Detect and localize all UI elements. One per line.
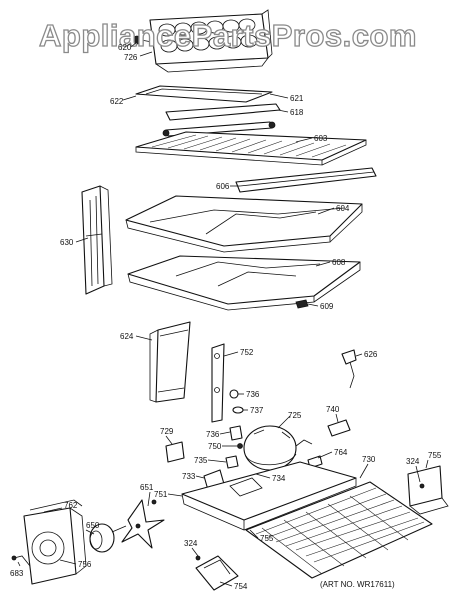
- partition-screw[interactable]: [295, 299, 309, 309]
- callout-736-upper: 736: [246, 390, 260, 399]
- callout-755-lower: 755: [260, 534, 274, 543]
- center-mullion[interactable]: [81, 185, 113, 295]
- callout-737: 737: [250, 406, 264, 415]
- air-duct[interactable]: [149, 321, 191, 403]
- drain-pan[interactable]: [195, 555, 239, 591]
- relay-736-upper[interactable]: [229, 389, 239, 399]
- callout-733: 733: [182, 472, 196, 481]
- callout-726: 726: [124, 53, 138, 62]
- fan-motor[interactable]: [89, 523, 127, 553]
- drain-tube-683[interactable]: [11, 555, 31, 567]
- control-switch[interactable]: [341, 349, 357, 389]
- watermark: AppliancePartsPros.com: [39, 18, 417, 53]
- start-relay-729[interactable]: [165, 441, 185, 463]
- fan-shroud[interactable]: [23, 507, 87, 585]
- callout-626: 626: [364, 350, 378, 359]
- evaporator-fitting[interactable]: [132, 35, 153, 45]
- compressor-base[interactable]: [181, 461, 357, 531]
- callout-764: 764: [334, 448, 348, 457]
- leader-lines: [17, 41, 429, 587]
- screw-324-lower[interactable]: [195, 555, 201, 561]
- callout-606: 606: [216, 182, 230, 191]
- callout-630: 630: [60, 238, 74, 247]
- callout-604: 604: [336, 204, 350, 213]
- callout-609: 609: [320, 302, 334, 311]
- callout-324-right: 324: [406, 457, 420, 466]
- callout-751: 751: [154, 490, 168, 499]
- callout-683: 683: [10, 569, 24, 578]
- callout-729: 729: [160, 427, 174, 436]
- callout-735: 735: [194, 456, 208, 465]
- art-number: (ART NO. WR17611): [320, 580, 395, 589]
- callout-740: 740: [326, 405, 340, 414]
- callout-756: 756: [78, 560, 92, 569]
- callout-324-lower: 324: [184, 539, 198, 548]
- callout-651: 651: [140, 483, 154, 492]
- callout-730: 730: [362, 455, 376, 464]
- callout-624: 624: [120, 332, 134, 341]
- callout-754: 754: [234, 582, 248, 591]
- partition-cover-upper[interactable]: [125, 195, 363, 253]
- callout-736-lower: 736: [206, 430, 220, 439]
- callout-618: 618: [290, 108, 304, 117]
- condenser-coil[interactable]: [245, 481, 433, 579]
- callout-labels: 620 726 622 621 618 603 606 630 604 608 …: [10, 43, 442, 591]
- partition-lower[interactable]: [127, 255, 361, 311]
- callout-650: 650: [86, 521, 100, 530]
- grommet-737[interactable]: [232, 406, 244, 414]
- shelf-front-rail[interactable]: [235, 167, 377, 193]
- callout-608: 608: [332, 258, 346, 267]
- overload-750[interactable]: [237, 443, 243, 449]
- callout-755-right: 755: [428, 451, 442, 460]
- callout-750: 750: [208, 442, 222, 451]
- callout-725: 725: [288, 411, 302, 420]
- mounting-bracket-755[interactable]: [407, 465, 449, 515]
- evaporator-coil[interactable]: [149, 9, 273, 73]
- terminal-735[interactable]: [225, 455, 239, 469]
- callout-620: 620: [118, 43, 132, 52]
- callout-622: 622: [110, 97, 124, 106]
- freezer-shelf[interactable]: [135, 131, 367, 166]
- heater-bracket[interactable]: [135, 85, 273, 103]
- drain-trough[interactable]: [165, 103, 281, 121]
- shroud-bracket-762[interactable]: [29, 499, 83, 511]
- screw-324[interactable]: [419, 483, 425, 489]
- fan-nut-651[interactable]: [151, 499, 157, 505]
- capacitor-740[interactable]: [327, 419, 351, 437]
- compressor-bracket[interactable]: [211, 343, 225, 423]
- callout-734: 734: [272, 474, 286, 483]
- relay-736-lower[interactable]: [229, 425, 243, 441]
- callout-752: 752: [240, 348, 254, 357]
- callout-762: 762: [64, 501, 78, 510]
- callout-621: 621: [290, 94, 304, 103]
- fan-blade[interactable]: [121, 499, 165, 549]
- callout-603: 603: [314, 134, 328, 143]
